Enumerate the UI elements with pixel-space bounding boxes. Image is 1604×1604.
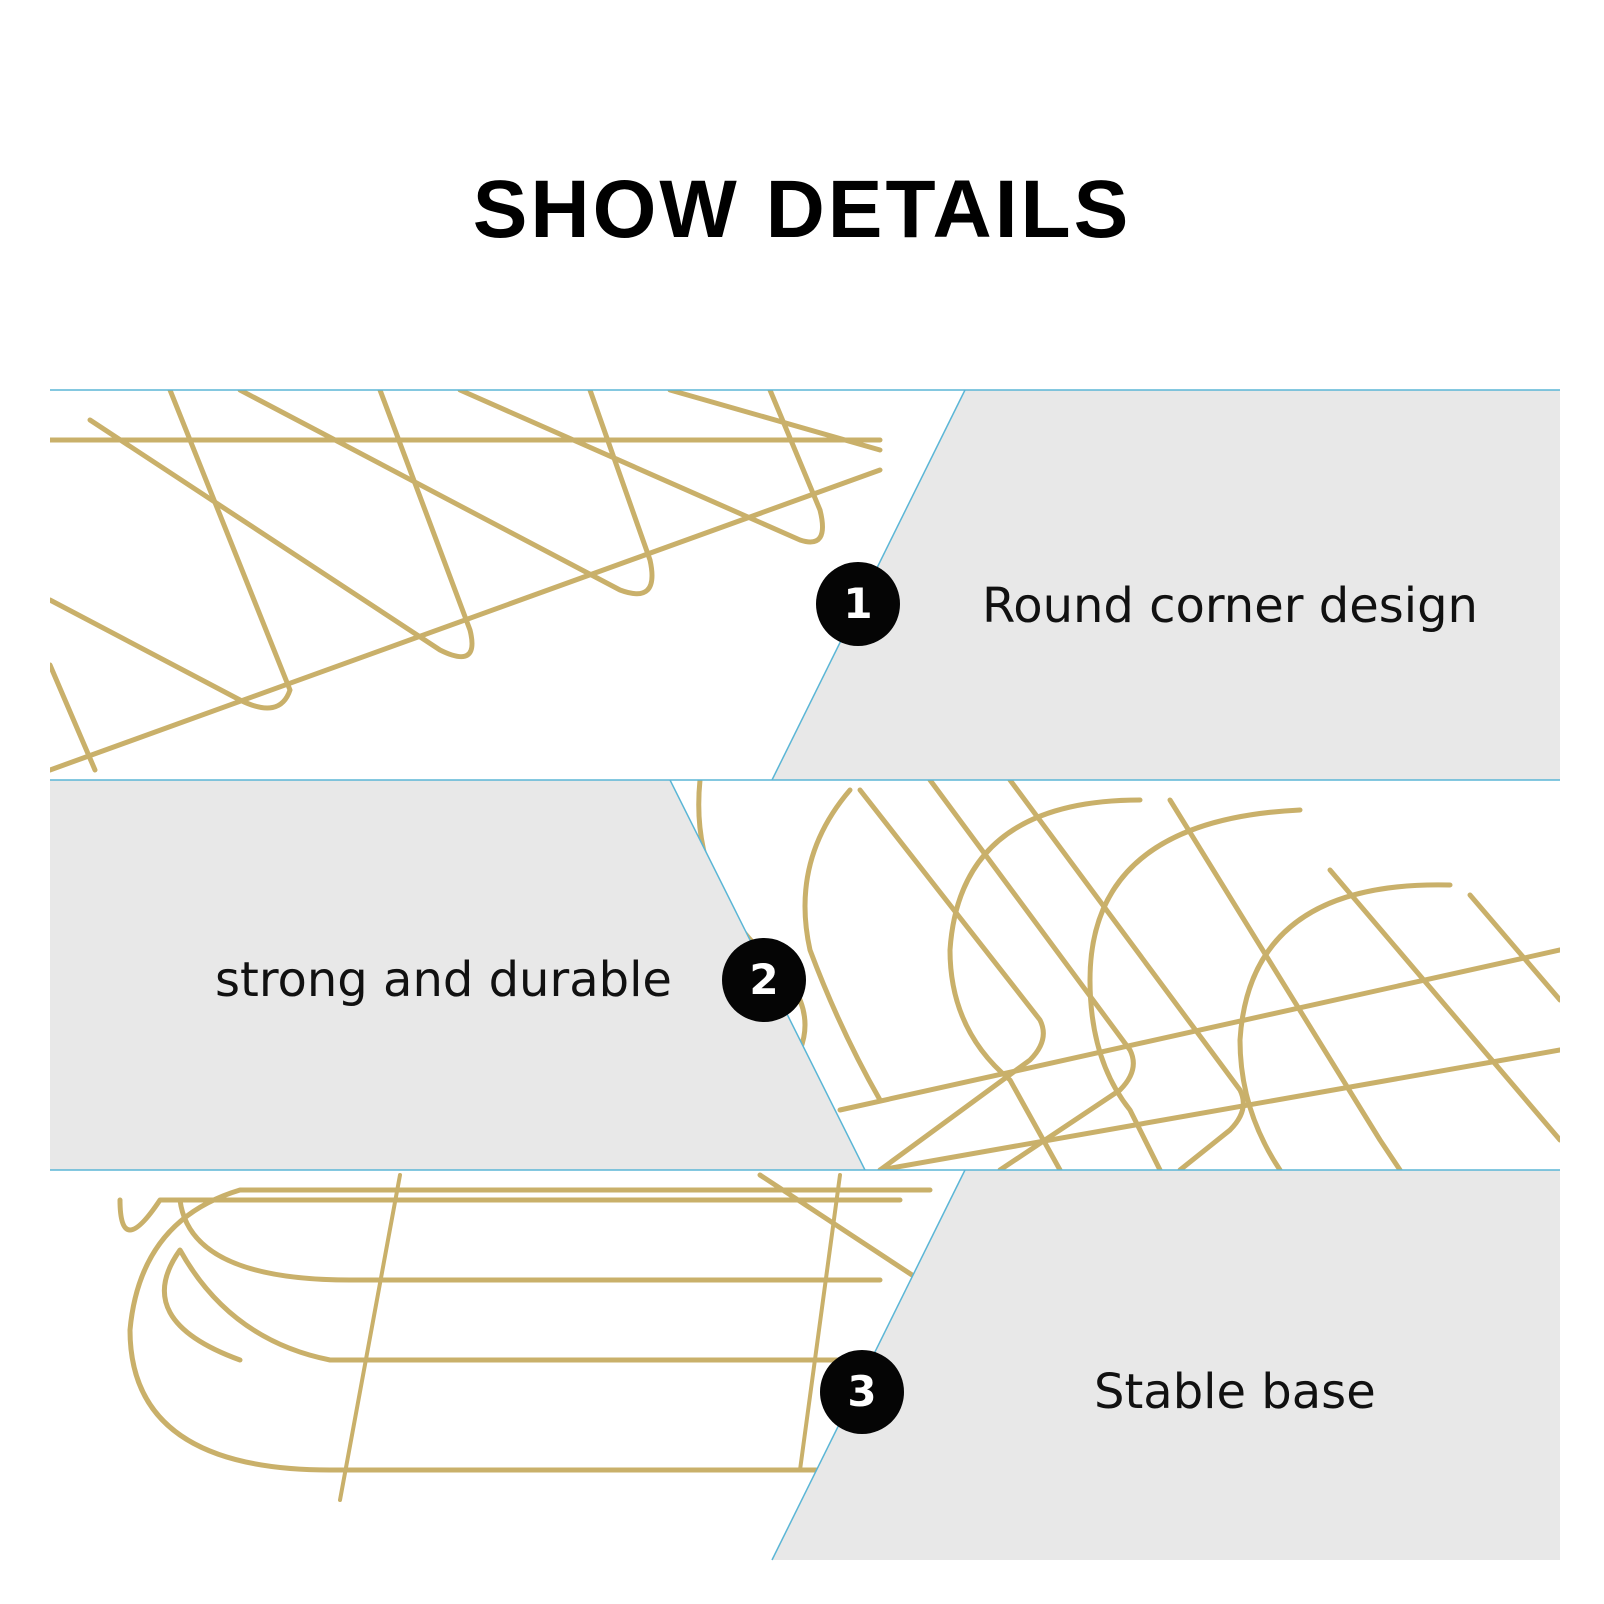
feature-number-badge: 3: [820, 1350, 904, 1434]
page-title: SHOW DETAILS: [472, 164, 1132, 255]
feature-label: Round corner design: [982, 578, 1478, 634]
feature-panel-2: [50, 780, 865, 1170]
feature-label: strong and durable: [215, 952, 672, 1008]
feature-panel-1: [772, 390, 1560, 780]
feature-number-badge: 1: [816, 562, 900, 646]
feature-panel-3: [772, 1170, 1560, 1560]
feature-number-badge: 2: [722, 938, 806, 1022]
feature-label: Stable base: [1094, 1364, 1376, 1420]
wire-rack-image: [117, 1172, 953, 1502]
wire-rack-image: [50, 390, 883, 773]
wire-rack-image: [696, 780, 1560, 1170]
